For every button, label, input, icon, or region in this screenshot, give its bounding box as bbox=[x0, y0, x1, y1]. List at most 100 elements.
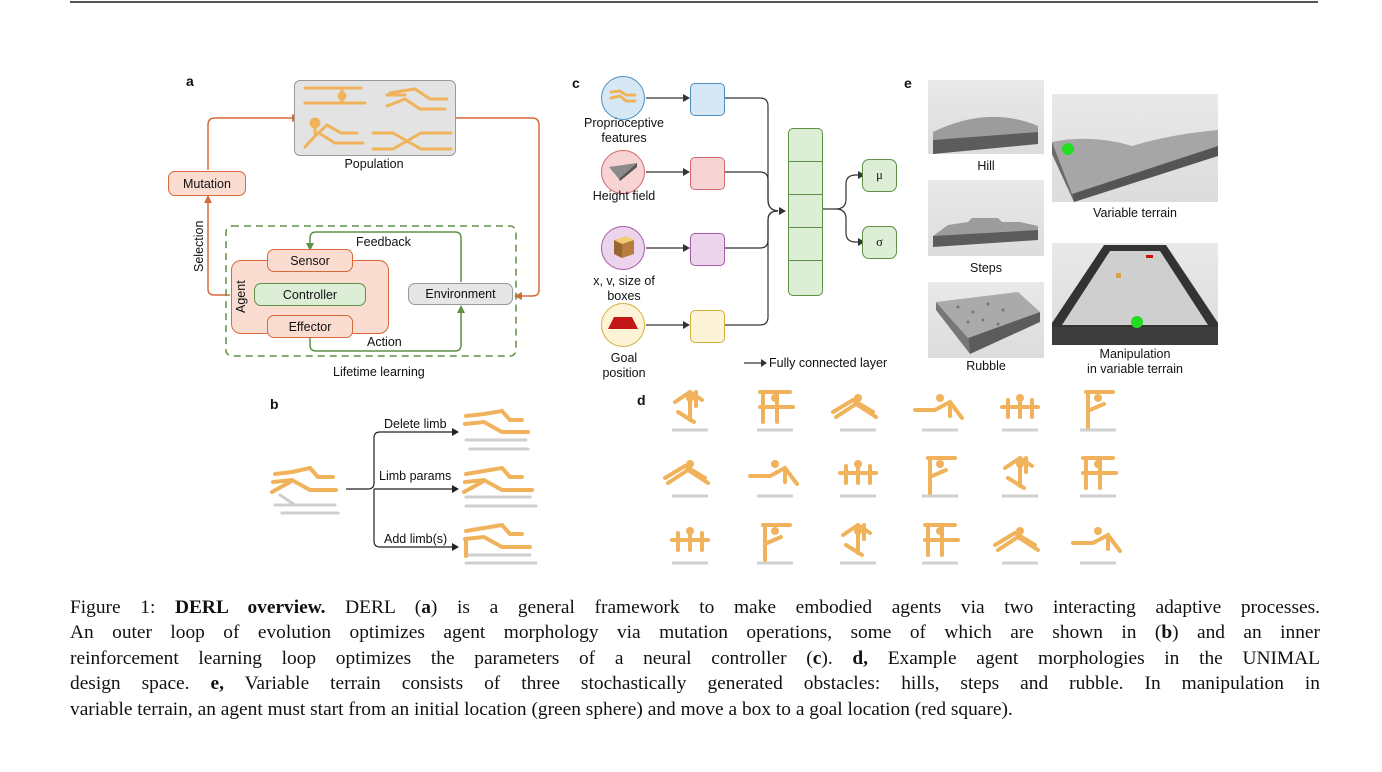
rubble-image bbox=[928, 282, 1044, 358]
selection-arrow bbox=[207, 203, 230, 296]
op-delete-limb: Delete limb bbox=[384, 417, 447, 431]
agent-morphology-images bbox=[270, 408, 538, 565]
steps-label: Steps bbox=[970, 261, 1002, 275]
figure-caption: Figure 1: DERL overview. DERL (a) is a g… bbox=[70, 595, 1320, 722]
lifetime-learning-box bbox=[225, 225, 517, 357]
caption-text: design space. bbox=[70, 673, 211, 695]
input-label-1: Height field bbox=[572, 189, 676, 204]
hill-image bbox=[928, 80, 1044, 154]
top-rule bbox=[70, 1, 1318, 3]
sigma-output: σ bbox=[862, 226, 897, 259]
caption-text: ) is a general framework to make embodie… bbox=[430, 597, 1320, 618]
input-label-line: boxes bbox=[607, 289, 641, 303]
action-label: Action bbox=[367, 335, 402, 349]
input-label-line: x, v, size of bbox=[593, 274, 655, 288]
fc-layer-stack bbox=[788, 128, 823, 296]
arrow-head bbox=[457, 305, 465, 313]
heightfield-icon bbox=[607, 159, 639, 186]
caption-bold-text: DERL overview. bbox=[175, 597, 326, 618]
manipulation-image bbox=[1052, 243, 1218, 345]
caption-bold-text: a bbox=[421, 597, 431, 618]
input-label-line: position bbox=[602, 366, 646, 380]
mu-output: μ bbox=[862, 159, 897, 192]
input-label-line: Proprioceptive bbox=[584, 116, 664, 130]
panel-letter-b: b bbox=[270, 396, 279, 412]
fc-unit bbox=[789, 129, 822, 162]
input-circle-1 bbox=[601, 150, 645, 194]
morphology-agent bbox=[840, 522, 876, 565]
caption-bold-text: e, bbox=[210, 673, 224, 695]
box-icon bbox=[610, 232, 636, 265]
panel-letter-c: c bbox=[572, 75, 580, 91]
input-encoder-1 bbox=[690, 157, 725, 190]
fc-legend-label: Fully connected layer bbox=[769, 356, 888, 370]
population-to-environment-arrow bbox=[456, 117, 540, 297]
input-encoder-0 bbox=[690, 83, 725, 116]
feedback-arrow bbox=[309, 231, 462, 282]
fc-unit bbox=[789, 162, 822, 195]
hill-label: Hill bbox=[977, 159, 995, 173]
caption-text: reinforcement learning loop optimizes th… bbox=[70, 647, 813, 669]
goal-square bbox=[1146, 255, 1153, 258]
morphology-agent bbox=[672, 389, 708, 432]
sensor-box: Sensor bbox=[267, 249, 353, 272]
agent-icon bbox=[608, 86, 638, 111]
green-sphere bbox=[1062, 143, 1074, 155]
input-circle-0 bbox=[601, 76, 645, 120]
input-label-line: features bbox=[601, 131, 647, 145]
fc-unit bbox=[789, 195, 822, 228]
effector-box: Effector bbox=[267, 315, 353, 338]
morphology-agent bbox=[922, 456, 958, 498]
caption-text: Variable terrain consists of three stoch… bbox=[223, 673, 1320, 695]
arrow-head bbox=[306, 243, 314, 251]
panel-letter-a: a bbox=[186, 73, 194, 89]
input-circle-2 bbox=[601, 226, 645, 270]
caption-text: variable terrain, an agent must start fr… bbox=[70, 698, 1013, 720]
population-agents-image bbox=[303, 86, 453, 151]
caption-text: ) and an inner bbox=[1172, 622, 1320, 644]
input-label-line: Height field bbox=[592, 189, 656, 203]
rubble-label: Rubble bbox=[966, 359, 1006, 373]
arrow-head bbox=[204, 195, 212, 203]
manipulation-label-line: Manipulation bbox=[1099, 347, 1171, 361]
caption-text: DERL ( bbox=[325, 597, 422, 618]
fc-unit bbox=[789, 228, 822, 261]
input-label-line: Goal bbox=[610, 351, 638, 365]
caption-bold-text: c bbox=[812, 647, 822, 669]
morphology-agent bbox=[1000, 394, 1040, 432]
morphology-agent bbox=[838, 460, 878, 498]
morphology-agent bbox=[1080, 456, 1118, 498]
op-limb-params: Limb params bbox=[379, 469, 452, 483]
op-add-limbs: Add limb(s) bbox=[384, 532, 448, 546]
population-box bbox=[294, 80, 456, 156]
morphology-agent bbox=[757, 523, 793, 565]
caption-bold-text: b bbox=[1161, 622, 1173, 644]
action-arrow bbox=[309, 312, 462, 352]
goal-icon bbox=[606, 315, 640, 336]
input-circle-3 bbox=[601, 303, 645, 347]
caption-bold-text: d, bbox=[852, 647, 869, 669]
morphology-agent bbox=[670, 527, 710, 565]
add-limbs-arrow bbox=[373, 489, 452, 548]
variable-terrain-image bbox=[1052, 94, 1218, 202]
caption-line: An outer loop of evolution optimizes age… bbox=[70, 620, 1320, 645]
caption-line: design space. e, Variable terrain consis… bbox=[70, 671, 1320, 696]
morphology-agent bbox=[913, 394, 964, 432]
mutation-box: Mutation bbox=[168, 171, 246, 196]
lifetime-learning-label: Lifetime learning bbox=[333, 365, 425, 379]
morphology-agent bbox=[1080, 390, 1116, 432]
box-object bbox=[1116, 273, 1121, 278]
mutation-to-population-arrow bbox=[207, 117, 292, 170]
morphology-agent bbox=[993, 527, 1040, 565]
arrow-head bbox=[514, 292, 522, 300]
caption-text: Example agent morphologies in the UNIMAL bbox=[868, 647, 1320, 669]
caption-line: variable terrain, an agent must start fr… bbox=[70, 697, 1320, 722]
caption-text: Figure 1: bbox=[70, 597, 175, 618]
morphology-agent bbox=[663, 460, 710, 498]
